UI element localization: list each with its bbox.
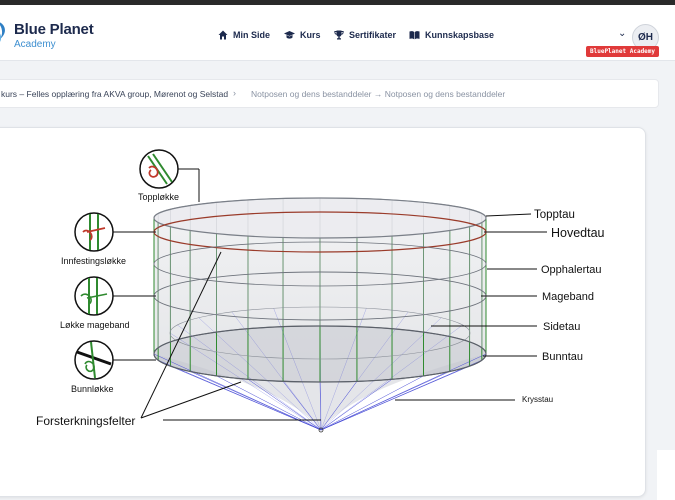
mageband-loop-icon [74,276,156,316]
cross-rope [320,371,450,431]
label-bunntau: Bunntau [542,351,583,363]
planet-logo-icon [0,22,5,42]
book-icon [409,30,420,40]
cross-rope [247,379,322,431]
cross-rope [320,375,424,431]
brand-sub: Academy [14,39,56,50]
net-pen-diagram: Toppløkke Innfestingsløkke Løkke mageban… [36,149,605,433]
nav-kunnskapsbase[interactable]: Kunnskapsbase [409,27,494,43]
label-bunnloekke: Bunnløkke [71,384,114,394]
label-opphalertau: Opphalertau [541,264,602,276]
nav-label: Min Side [233,30,271,40]
breadcrumb-course-link[interactable]: kurs – Felles opplæring fra AKVA group, … [1,89,229,99]
window-top-edge [0,0,675,5]
label-mageband: Mageband [542,291,594,303]
chevron-down-icon[interactable]: ⌄ [618,28,627,39]
label-sidetau: Sidetau [543,321,580,333]
nav-min-side[interactable]: Min Side [218,27,270,43]
bunn-loop-icon [74,340,156,380]
breadcrumb-current: Notposen og dens bestanddeler → Notposen… [251,89,506,99]
toppl-loop-icon [139,149,200,202]
nav-label: Sertifikater [349,30,397,40]
nav-label: Kurs [300,30,321,40]
nav-label: Kunnskapsbase [425,30,495,40]
cross-rope [320,379,393,431]
cross-rope [231,311,322,431]
cross-rope [198,317,322,431]
cross-rope [320,311,409,431]
home-icon [218,30,228,40]
brand-name: Blue Planet [14,21,94,38]
nav-sertifikater[interactable]: Sertifikater [334,27,396,43]
label-krysstau: Krysstau [522,395,553,404]
label-forsterkningsfelter: Forsterkningsfelter [36,414,135,428]
innfesting-loop-icon [74,212,156,252]
label-topploekke: Toppløkke [138,192,179,202]
inner-floor-ring [169,306,471,360]
breadcrumb-separator: › [233,88,236,98]
cross-rope [153,353,322,431]
content-card: Toppløkke Innfestingsløkke Løkke mageban… [0,127,646,497]
cross-rope [177,324,322,431]
label-topptau: Topptau [534,209,575,221]
cone-tip [318,427,324,433]
topptau-pointer [485,213,532,217]
role-badge: BluePlanet Academy [586,46,660,57]
page-edge-strip [657,450,675,500]
cross-rope [273,308,322,431]
opphaler-ring [153,241,487,287]
top-header: Blue Planet Academy Min Side Kurs Sertif… [0,5,675,61]
bottom-ring [153,325,487,383]
nav-kurs[interactable]: Kurs [284,27,321,43]
label-loekke-mageband: Løkke mageband [60,320,130,330]
forsterkning-pointer-2 [140,381,242,419]
top-ring-back [153,197,487,239]
breadcrumb: kurs – Felles opplæring fra AKVA group, … [0,79,659,108]
cross-rope [320,317,442,431]
cross-rope [320,308,367,431]
cross-rope [169,332,322,431]
trophy-icon [334,30,344,40]
brand-logo[interactable]: Blue Planet Academy [0,15,102,55]
user-initials: ØH [638,32,653,43]
cross-rope [158,360,322,431]
label-hovedtau: Hovedtau [551,226,605,240]
graduation-cap-icon [284,30,295,40]
cross-rope [320,365,470,431]
label-innfesting: Innfestingsløkke [61,256,126,266]
forsterkning-pointer-1 [140,251,222,419]
